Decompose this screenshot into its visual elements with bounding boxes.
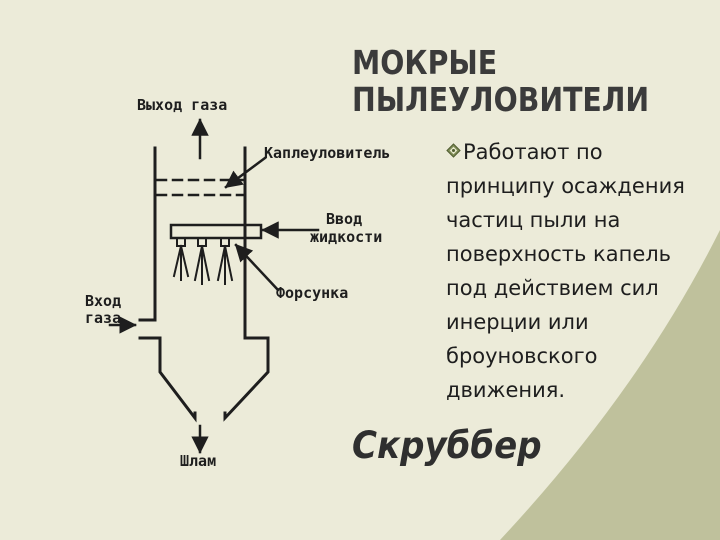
slide-subtitle: Скруббер [352,424,542,467]
title-line-1: МОКРЫЕ [352,43,498,82]
hopper-left [158,353,197,423]
body-line-6: инерции или [446,310,589,334]
droplet-catcher-pointer [224,156,267,189]
label-gas-inlet-2: газа [85,309,121,327]
droplet-catcher-mesh [155,178,245,197]
spray-lines [172,244,234,285]
body-line-5: под действием сил [446,276,659,300]
body-text: Работают по принципу осаждения частиц пы… [446,135,716,407]
slide-title: МОКРЫЕ ПЫЛЕУЛОВИТЕЛИ [352,44,662,118]
hopper-right [223,353,270,422]
body-line-1: Работают по [446,135,716,169]
body-line-1-text: Работают по [463,140,603,164]
gas-inlet-pipe [138,336,162,357]
title-line-2: ПЫЛЕУЛОВИТЕЛИ [352,80,650,119]
label-liquid-inlet-1: Ввод [326,210,362,228]
body-line-2: принципу осаждения [446,174,685,198]
label-liquid-inlet-2: жидкости [310,228,382,246]
label-gas-outlet: Выход газа [137,96,227,114]
label-nozzle: Форсунка [276,284,348,302]
label-sludge: Шлам [180,452,216,470]
liquid-manifold [169,223,263,240]
body-line-8: движения. [446,378,566,402]
label-gas-inlet-1: Вход [85,292,121,310]
label-droplet-catcher: Каплеуловитель [264,144,390,162]
diamond-bullet-icon [446,143,461,158]
body-line-4: поверхность капель [446,242,672,266]
scrubber-right-wall [243,146,270,357]
body-line-3: частиц пыли на [446,208,621,232]
scrubber-left-wall [138,146,157,322]
nozzle-pointer [234,243,280,292]
body-line-7: броуновского [446,344,598,368]
